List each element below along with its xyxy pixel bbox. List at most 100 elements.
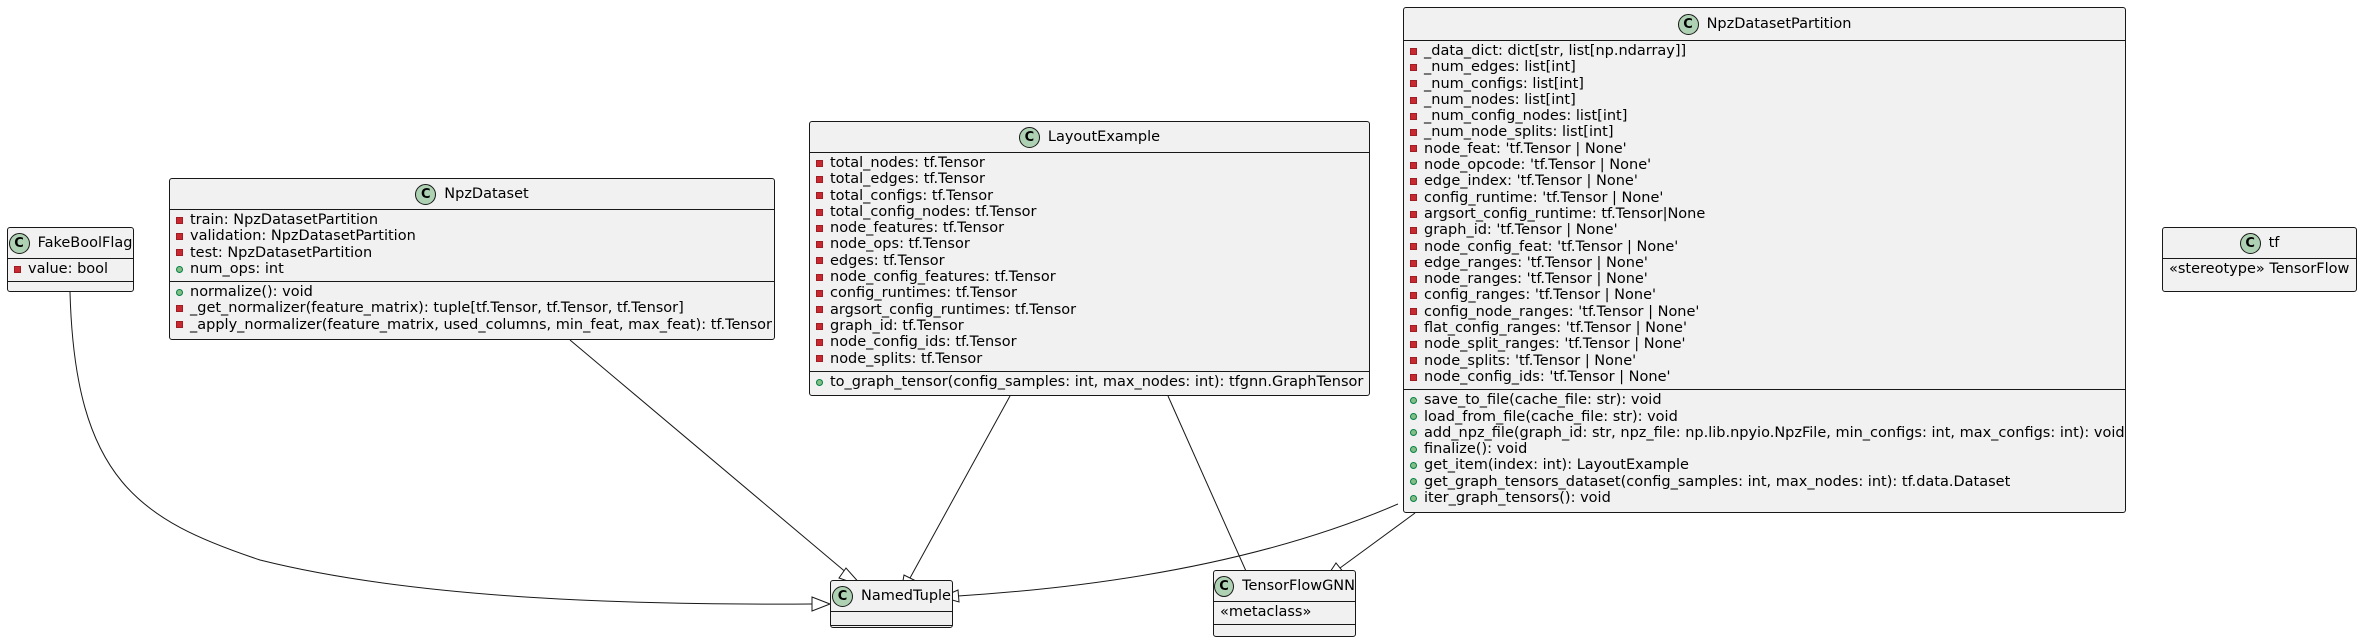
private-marker-icon bbox=[176, 305, 183, 313]
field-row: node_config_features: tf.Tensor bbox=[810, 269, 1369, 285]
field-text: total_edges: tf.Tensor bbox=[830, 171, 985, 188]
field-row: node_features: tf.Tensor bbox=[810, 220, 1369, 236]
private-marker-icon bbox=[1410, 226, 1417, 234]
class-header: C NpzDataset bbox=[170, 179, 774, 210]
private-marker-icon bbox=[1410, 259, 1417, 267]
field-row: node_config_ids: 'tf.Tensor | None' bbox=[1404, 369, 2125, 385]
field-text: _num_edges: list[int] bbox=[1424, 59, 1576, 76]
private-marker-icon bbox=[1410, 47, 1417, 55]
class-layoutexample[interactable]: C LayoutExample total_nodes: tf.Tensor t… bbox=[809, 121, 1370, 396]
method-text: save_to_file(cache_file: str): void bbox=[1424, 392, 1662, 409]
field-text: node_opcode: 'tf.Tensor | None' bbox=[1424, 157, 1652, 174]
field-row: argsort_config_runtime: tf.Tensor|None bbox=[1404, 206, 2125, 222]
metaclass-label: «metaclass» bbox=[1220, 604, 1312, 620]
field-text: _num_config_nodes: list[int] bbox=[1424, 108, 1628, 125]
class-name: TensorFlowGNN bbox=[1242, 578, 1355, 594]
methods-section: normalize(): void _get_normalizer(featur… bbox=[170, 282, 774, 337]
field-text: total_nodes: tf.Tensor bbox=[830, 155, 985, 171]
field-text: argsort_config_runtimes: tf.Tensor bbox=[830, 301, 1077, 318]
private-marker-icon bbox=[1410, 80, 1417, 88]
private-marker-icon bbox=[1410, 178, 1417, 186]
class-icon: C bbox=[1677, 13, 1699, 35]
field-row: edge_ranges: 'tf.Tensor | None' bbox=[1404, 255, 2125, 271]
private-marker-icon bbox=[176, 232, 183, 240]
private-marker-icon bbox=[816, 338, 823, 346]
class-header: C LayoutExample bbox=[810, 122, 1369, 153]
class-fakeboolflag[interactable]: C FakeBoolFlag value: bool bbox=[7, 227, 134, 292]
private-marker-icon bbox=[816, 306, 823, 314]
class-name: FakeBoolFlag bbox=[37, 235, 133, 251]
class-tf[interactable]: C tf «stereotype» TensorFlow bbox=[2162, 227, 2357, 292]
public-marker-icon bbox=[1410, 413, 1417, 421]
private-marker-icon bbox=[1410, 145, 1417, 153]
class-header: C NamedTuple bbox=[831, 581, 952, 612]
method-text: normalize(): void bbox=[190, 284, 313, 301]
public-marker-icon bbox=[1410, 429, 1417, 437]
private-marker-icon bbox=[1410, 129, 1417, 137]
field-text: graph_id: 'tf.Tensor | None' bbox=[1424, 222, 1618, 239]
edge-fakeboolflag-namedtuple bbox=[69, 291, 813, 605]
edge-npzdatasetpartition-namedtuple bbox=[957, 503, 1399, 597]
fields-section: _data_dict: dict[str, list[np.ndarray]] … bbox=[1404, 41, 2125, 391]
class-icon: C bbox=[1018, 126, 1040, 148]
field-row: total_nodes: tf.Tensor bbox=[810, 155, 1369, 171]
private-marker-icon bbox=[1410, 340, 1417, 348]
public-marker-icon bbox=[816, 378, 823, 386]
field-text: node_ops: tf.Tensor bbox=[830, 236, 970, 253]
public-marker-icon bbox=[176, 288, 183, 296]
method-row: to_graph_tensor(config_samples: int, max… bbox=[810, 374, 1369, 390]
class-icon: C bbox=[2239, 232, 2261, 254]
method-text: to_graph_tensor(config_samples: int, max… bbox=[830, 373, 1364, 390]
field-row: node_split_ranges: 'tf.Tensor | None' bbox=[1404, 336, 2125, 352]
field-text: _num_configs: list[int] bbox=[1424, 75, 1584, 92]
method-row: finalize(): void bbox=[1404, 441, 2125, 457]
private-marker-icon bbox=[1410, 308, 1417, 316]
field-row: argsort_config_runtimes: tf.Tensor bbox=[810, 302, 1369, 318]
method-row: get_item(index: int): LayoutExample bbox=[1404, 457, 2125, 473]
methods-section: to_graph_tensor(config_samples: int, max… bbox=[810, 372, 1369, 394]
private-marker-icon bbox=[1410, 194, 1417, 202]
class-tensorflowgnn[interactable]: C TensorFlowGNN «metaclass» bbox=[1213, 570, 1356, 637]
field-text: graph_id: tf.Tensor bbox=[830, 317, 964, 334]
class-header: C NpzDatasetPartition bbox=[1404, 8, 2125, 41]
method-text: _get_normalizer(feature_matrix): tuple[t… bbox=[190, 300, 684, 317]
class-header: C FakeBoolFlag bbox=[8, 228, 133, 259]
field-row: test: NpzDatasetPartition bbox=[170, 245, 774, 261]
field-text: node_feat: 'tf.Tensor | None' bbox=[1424, 140, 1627, 157]
class-icon: C bbox=[1214, 575, 1235, 597]
private-marker-icon bbox=[1410, 324, 1417, 332]
class-npzdatasetpartition[interactable]: C NpzDatasetPartition _data_dict: dict[s… bbox=[1403, 7, 2126, 513]
private-marker-icon bbox=[1410, 210, 1417, 218]
arrowhead-fakeboolflag bbox=[811, 596, 832, 612]
field-row: graph_id: 'tf.Tensor | None' bbox=[1404, 222, 2125, 238]
field-text: node_ranges: 'tf.Tensor | None' bbox=[1424, 271, 1648, 288]
field-text: config_ranges: 'tf.Tensor | None' bbox=[1424, 287, 1656, 304]
field-text: flat_config_ranges: 'tf.Tensor | None' bbox=[1424, 320, 1687, 337]
private-marker-icon bbox=[1410, 63, 1417, 71]
field-row: _num_config_nodes: list[int] bbox=[1404, 108, 2125, 124]
class-namedtuple[interactable]: C NamedTuple bbox=[830, 580, 953, 628]
class-name: tf bbox=[2268, 235, 2280, 251]
fields-section bbox=[831, 612, 952, 626]
field-row: num_ops: int bbox=[170, 261, 774, 277]
method-text: _apply_normalizer(feature_matrix, used_c… bbox=[190, 316, 772, 333]
private-marker-icon bbox=[1410, 96, 1417, 104]
private-marker-icon bbox=[1410, 292, 1417, 300]
field-row: flat_config_ranges: 'tf.Tensor | None' bbox=[1404, 320, 2125, 336]
field-text: config_runtimes: tf.Tensor bbox=[830, 285, 1018, 302]
private-marker-icon bbox=[816, 224, 823, 232]
private-marker-icon bbox=[1410, 357, 1417, 365]
private-marker-icon bbox=[176, 216, 183, 224]
edge-npzdataset-namedtuple bbox=[569, 339, 849, 575]
field-text: _num_node_splits: list[int] bbox=[1424, 124, 1614, 141]
field-text: config_runtime: 'tf.Tensor | None' bbox=[1424, 189, 1664, 206]
public-marker-icon bbox=[176, 265, 183, 273]
class-npzdataset[interactable]: C NpzDataset train: NpzDatasetPartition … bbox=[169, 178, 775, 340]
class-name: NpzDatasetPartition bbox=[1706, 16, 1852, 32]
field-row: edge_index: 'tf.Tensor | None' bbox=[1404, 173, 2125, 189]
method-text: add_npz_file(graph_id: str, npz_file: np… bbox=[1424, 424, 2125, 441]
field-text: argsort_config_runtime: tf.Tensor|None bbox=[1424, 205, 1706, 222]
fields-section: train: NpzDatasetPartition validation: N… bbox=[170, 210, 774, 283]
method-text: finalize(): void bbox=[1424, 441, 1528, 458]
class-icon: C bbox=[415, 183, 437, 205]
